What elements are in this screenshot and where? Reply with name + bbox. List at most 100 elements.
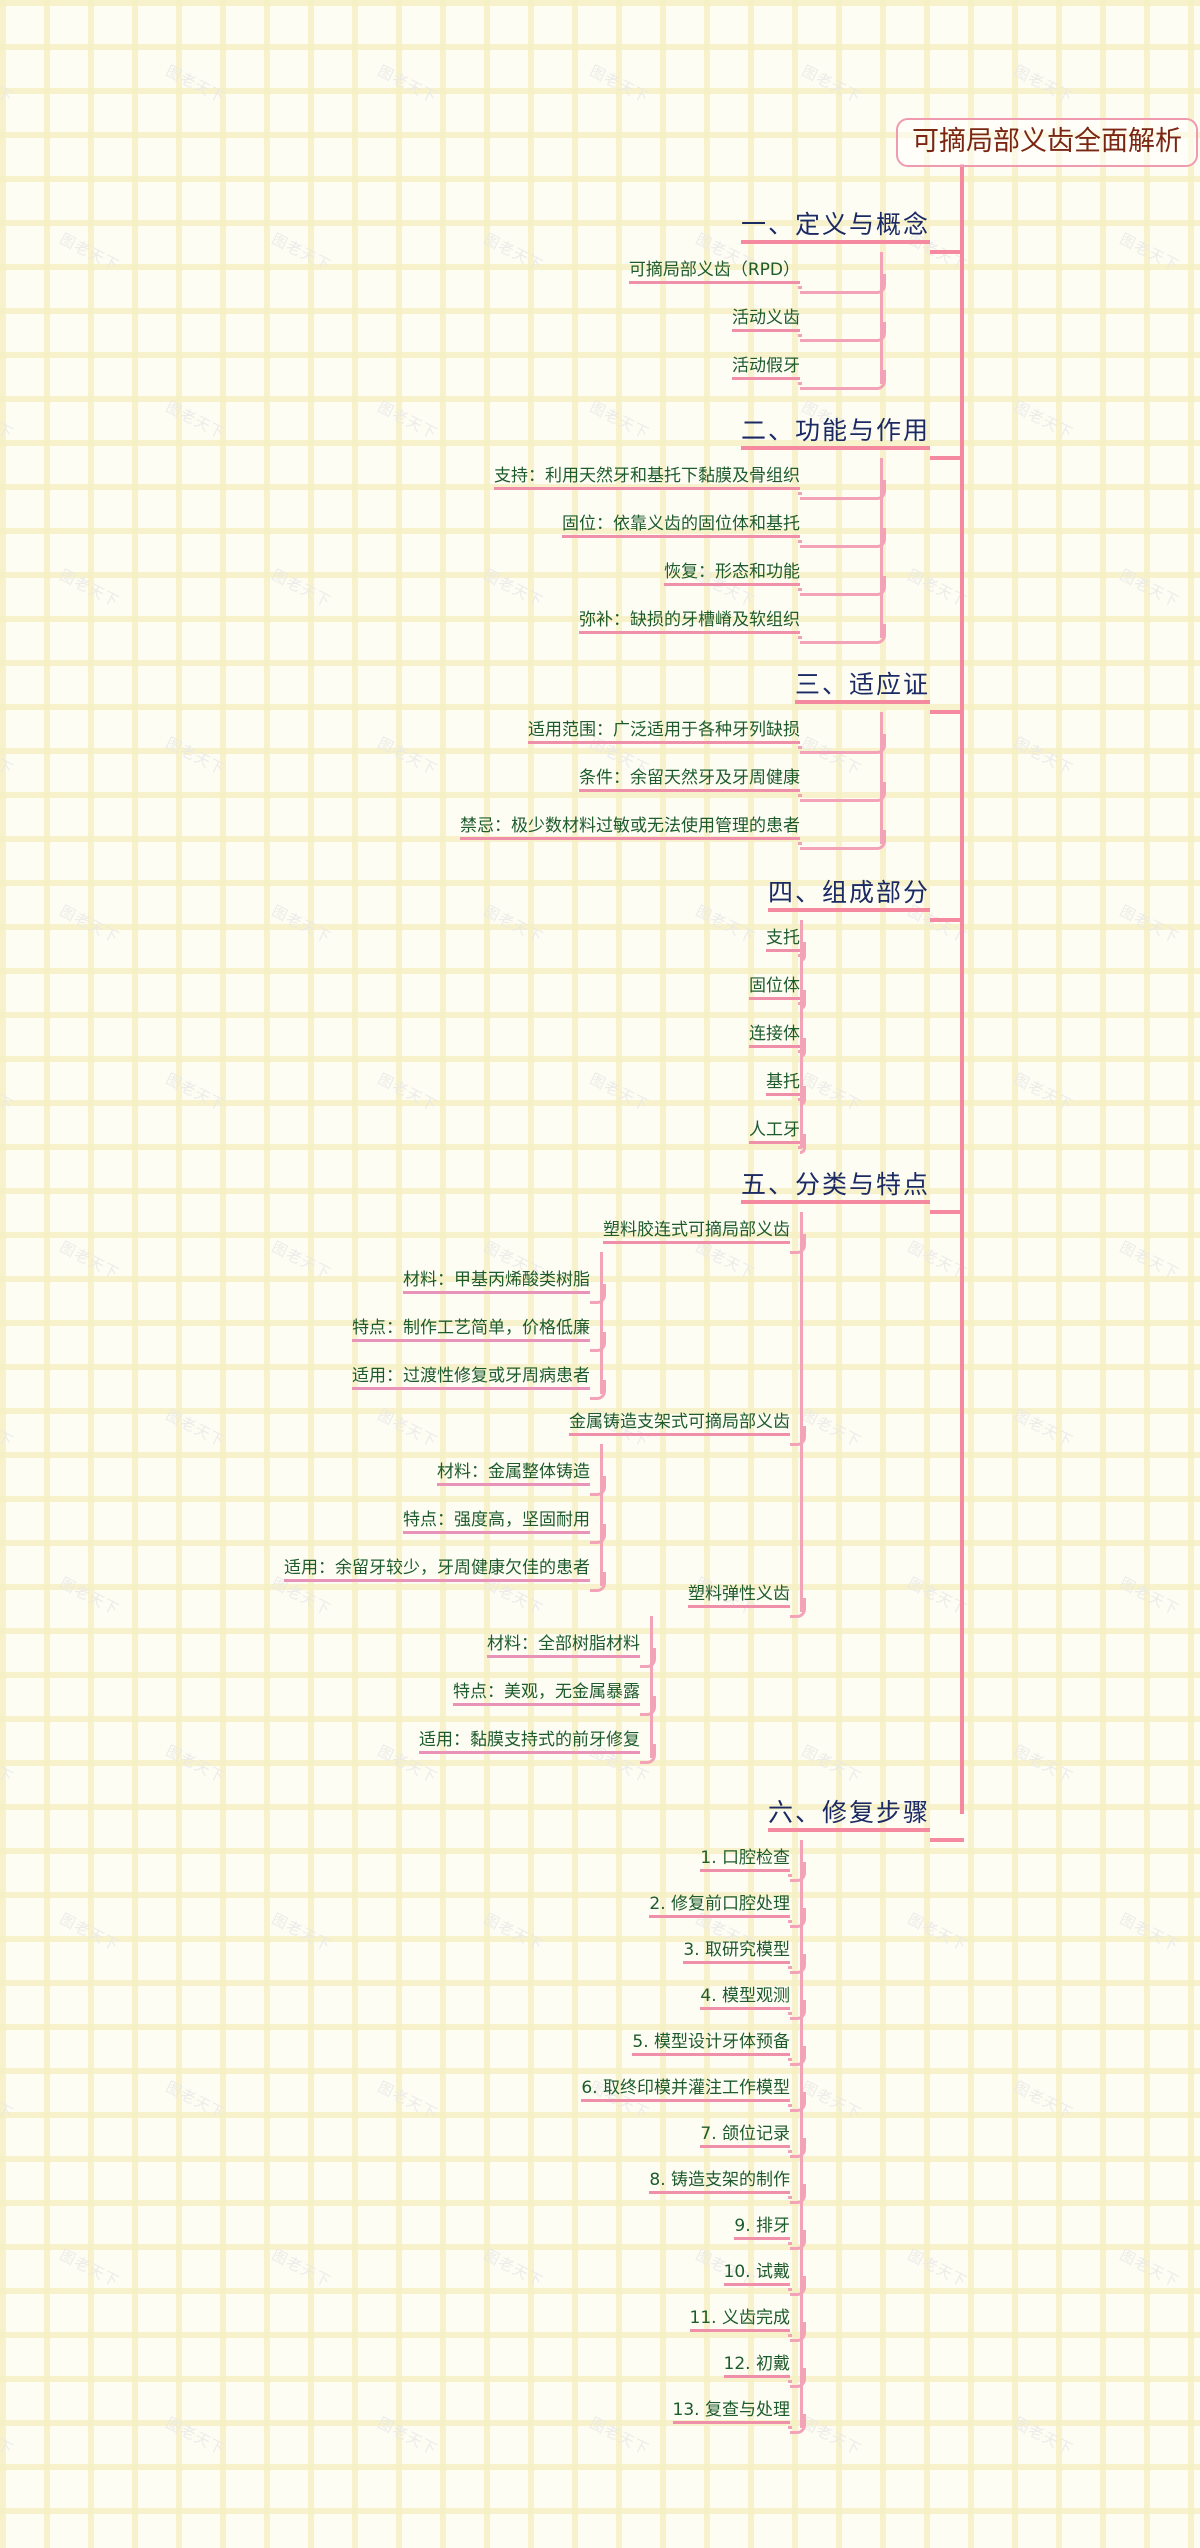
leaf-node[interactable]: 3. 取研究模型 — [683, 1942, 790, 1964]
connector-elbow — [590, 1572, 606, 1592]
leaf-node[interactable]: 材料：金属整体铸造 — [437, 1464, 590, 1486]
watermark: 图老天下 — [586, 61, 653, 107]
leaf-stub — [788, 2288, 792, 2291]
group-branch-spine — [600, 1252, 603, 1394]
connector-elbow — [790, 2138, 806, 2158]
leaf-node[interactable]: 支持：利用天然牙和基托下黏膜及骨组织 — [494, 468, 800, 490]
leaf-node[interactable]: 适用：过渡性修复或牙周病患者 — [352, 1368, 590, 1390]
watermark: 图老天下 — [586, 397, 653, 443]
leaf-node[interactable]: 固位：依靠义齿的固位体和基托 — [562, 516, 800, 538]
connector-elbow — [590, 1476, 606, 1496]
main-trunk — [960, 164, 964, 1814]
section-header-1[interactable]: 一、定义与概念 — [740, 212, 930, 244]
watermark: 图老天下 — [1116, 565, 1183, 611]
leaf-node[interactable]: 11. 义齿完成 — [689, 2310, 790, 2332]
watermark: 图老天下 — [56, 901, 123, 947]
leaf-node[interactable]: 特点：强度高，坚固耐用 — [403, 1512, 590, 1534]
leaf-node[interactable]: 适用：黏膜支持式的前牙修复 — [419, 1732, 640, 1754]
watermark: 图老天下 — [56, 1573, 123, 1619]
leaf-node[interactable]: 10. 试戴 — [723, 2264, 790, 2286]
leaf-node[interactable]: 8. 铸造支架的制作 — [649, 2172, 790, 2194]
leaf-stub — [798, 588, 802, 591]
leaf-node[interactable]: 可摘局部义齿（RPD） — [628, 262, 800, 284]
group-node[interactable]: 塑料胶连式可摘局部义齿 — [603, 1222, 790, 1244]
watermark: 图老天下 — [268, 229, 335, 275]
connector-elbow — [790, 2414, 806, 2434]
section-header-5[interactable]: 五、分类与特点 — [740, 1172, 930, 1204]
leaf-node[interactable]: 特点：制作工艺简单，价格低廉 — [352, 1320, 590, 1342]
section-header-3[interactable]: 三、适应证 — [794, 672, 930, 704]
connector-elbow — [800, 528, 886, 548]
leaf-node[interactable]: 2. 修复前口腔处理 — [649, 1896, 790, 1918]
leaf-stub — [788, 2150, 792, 2153]
connector-elbow — [800, 322, 886, 342]
connector-elbow — [590, 1284, 606, 1304]
connector-elbow — [790, 1954, 806, 1974]
group-branch-spine — [650, 1616, 653, 1758]
watermark: 图老天下 — [0, 61, 17, 107]
leaf-stub — [788, 2012, 792, 2015]
leaf-node[interactable]: 材料：甲基丙烯酸类树脂 — [403, 1272, 590, 1294]
leaf-node[interactable]: 7. 颌位记录 — [700, 2126, 790, 2148]
group-node[interactable]: 塑料弹性义齿 — [688, 1586, 790, 1608]
leaf-node[interactable]: 人工牙 — [749, 1122, 800, 1144]
leaf-node[interactable]: 条件：余留天然牙及牙周健康 — [579, 770, 800, 792]
leaf-node[interactable]: 适用：余留牙较少，牙周健康欠佳的患者 — [284, 1560, 590, 1582]
leaf-node[interactable]: 恢复：形态和功能 — [664, 564, 800, 586]
root-node[interactable]: 可摘局部义齿全面解析 — [896, 118, 1198, 167]
watermark: 图老天下 — [480, 1909, 547, 1955]
watermark: 图老天下 — [162, 1405, 229, 1451]
watermark: 图老天下 — [268, 1909, 335, 1955]
leaf-node[interactable]: 适用范围：广泛适用于各种牙列缺损 — [528, 722, 800, 744]
leaf-node[interactable]: 6. 取终印模并灌注工作模型 — [581, 2080, 790, 2102]
watermark: 图老天下 — [56, 565, 123, 611]
leaf-stub — [798, 382, 802, 385]
leaf-node[interactable]: 禁忌：极少数材料过敏或无法使用管理的患者 — [460, 818, 800, 840]
leaf-node[interactable]: 固位体 — [749, 978, 800, 1000]
connector-elbow — [790, 2000, 806, 2020]
section-header-4[interactable]: 四、组成部分 — [767, 880, 930, 912]
section-connector — [930, 1210, 964, 1214]
watermark: 图老天下 — [56, 1909, 123, 1955]
watermark: 图老天下 — [0, 733, 17, 779]
leaf-stub — [798, 842, 802, 845]
connector-elbow — [800, 274, 886, 294]
leaf-node[interactable]: 9. 排牙 — [734, 2218, 790, 2240]
leaf-stub — [798, 1098, 802, 1101]
connector-elbow — [800, 782, 886, 802]
connector-elbow — [790, 2322, 806, 2342]
leaf-stub — [798, 636, 802, 639]
watermark: 图老天下 — [1010, 1741, 1077, 1787]
watermark: 图老天下 — [0, 1405, 17, 1451]
section-header-2[interactable]: 二、功能与作用 — [740, 418, 930, 450]
leaf-node[interactable]: 特点：美观，无金属暴露 — [453, 1684, 640, 1706]
connector-elbow — [640, 1648, 656, 1668]
leaf-node[interactable]: 12. 初戴 — [723, 2356, 790, 2378]
section-branch-spine — [880, 712, 883, 844]
leaf-node[interactable]: 活动假牙 — [732, 358, 800, 380]
connector-elbow — [790, 2368, 806, 2388]
leaf-node[interactable]: 5. 模型设计牙体预备 — [632, 2034, 790, 2056]
section-branch-spine — [800, 1212, 803, 1612]
connector-elbow — [800, 942, 806, 962]
watermark: 图老天下 — [586, 1069, 653, 1115]
connector-elbow — [590, 1380, 606, 1400]
watermark: 图老天下 — [374, 61, 441, 107]
leaf-node[interactable]: 弥补：缺损的牙槽嵴及软组织 — [579, 612, 800, 634]
leaf-node[interactable]: 活动义齿 — [732, 310, 800, 332]
group-node[interactable]: 金属铸造支架式可摘局部义齿 — [569, 1414, 790, 1436]
watermark: 图老天下 — [1010, 1069, 1077, 1115]
connector-elbow — [800, 1134, 806, 1154]
watermark: 图老天下 — [1116, 1237, 1183, 1283]
leaf-node[interactable]: 基托 — [766, 1074, 800, 1096]
leaf-node[interactable]: 支托 — [766, 930, 800, 952]
watermark: 图老天下 — [798, 61, 865, 107]
leaf-node[interactable]: 材料：全部树脂材料 — [487, 1636, 640, 1658]
section-header-6[interactable]: 六、修复步骤 — [767, 1800, 930, 1832]
leaf-node[interactable]: 4. 模型观测 — [700, 1988, 790, 2010]
watermark: 图老天下 — [480, 229, 547, 275]
leaf-node[interactable]: 13. 复查与处理 — [672, 2402, 790, 2424]
leaf-node[interactable]: 1. 口腔检查 — [700, 1850, 790, 1872]
leaf-stub — [798, 286, 802, 289]
leaf-node[interactable]: 连接体 — [749, 1026, 800, 1048]
